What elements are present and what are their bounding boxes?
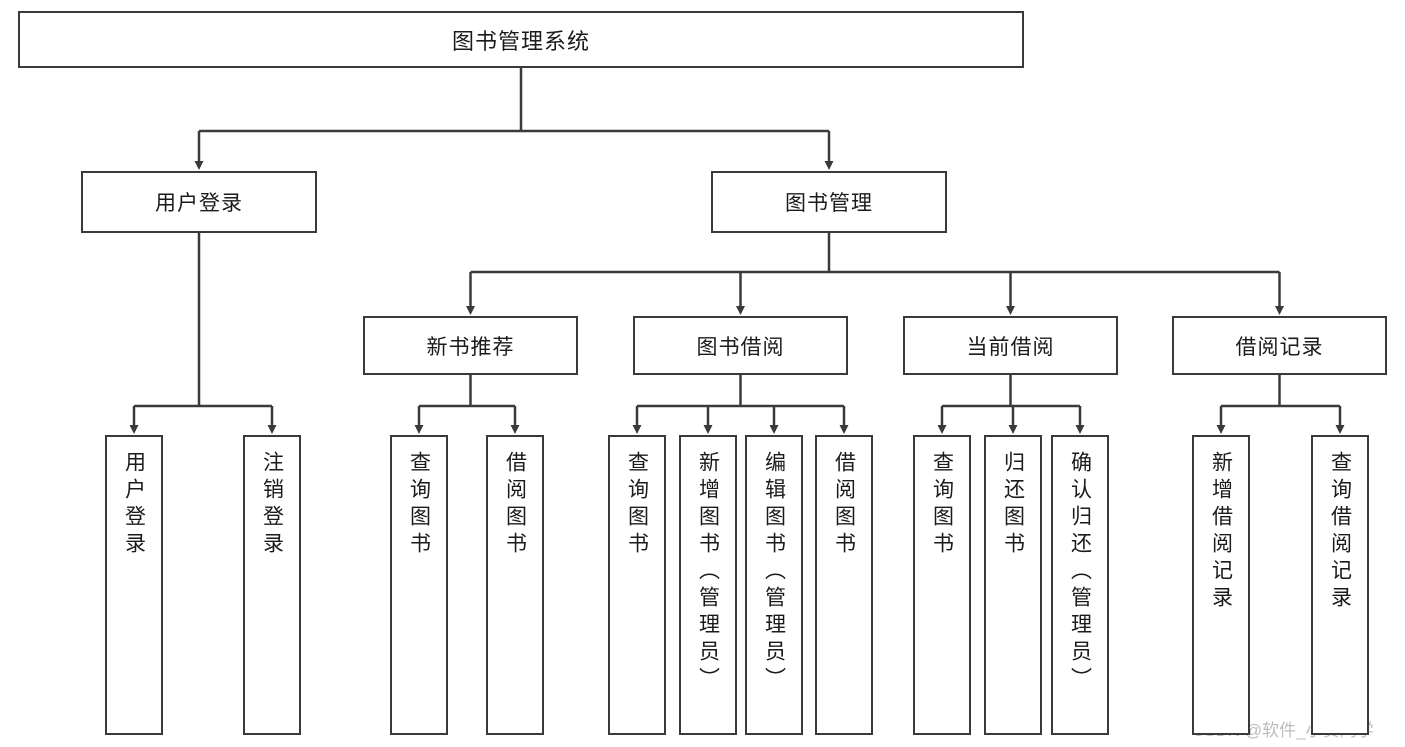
node-label: 当前借阅	[966, 335, 1055, 359]
node-label: 新增借阅记录	[1209, 451, 1233, 613]
node-label: 图书管理系统	[451, 28, 590, 54]
node-leaf-query-borrow-record[interactable]: 查询借阅记录	[1311, 435, 1369, 735]
node-root[interactable]: 图书管理系统	[18, 11, 1024, 68]
node-label: 查询图书	[625, 451, 649, 559]
node-label: 注销登录	[260, 451, 284, 559]
node-leaf-edit-book[interactable]: 编辑图书（管理员）	[745, 435, 803, 735]
node-label: 图书借阅	[696, 335, 785, 359]
node-label: 用户登录	[122, 451, 146, 559]
node-label: 借阅记录	[1235, 335, 1324, 359]
node-leaf-user-logout[interactable]: 注销登录	[243, 435, 301, 735]
node-label: 查询图书	[407, 451, 431, 559]
node-current-borrow[interactable]: 当前借阅	[903, 316, 1118, 375]
node-leaf-add-borrow-record[interactable]: 新增借阅记录	[1192, 435, 1250, 735]
node-book-borrow[interactable]: 图书借阅	[633, 316, 848, 375]
node-leaf-query-book-borrow[interactable]: 查询图书	[608, 435, 666, 735]
node-new-book-recommend[interactable]: 新书推荐	[363, 316, 578, 375]
node-user-login[interactable]: 用户登录	[81, 171, 317, 233]
node-label: 编辑图书（管理员）	[762, 451, 786, 694]
node-label: 新增图书（管理员）	[696, 451, 720, 694]
node-leaf-user-login[interactable]: 用户登录	[105, 435, 163, 735]
node-label: 查询图书	[930, 451, 954, 559]
node-leaf-borrow-book[interactable]: 借阅图书	[815, 435, 873, 735]
node-label: 确认归还（管理员）	[1068, 451, 1092, 694]
node-leaf-query-book-recommend[interactable]: 查询图书	[390, 435, 448, 735]
node-label: 借阅图书	[503, 451, 527, 559]
node-leaf-borrow-book-recommend[interactable]: 借阅图书	[486, 435, 544, 735]
node-leaf-query-book-current[interactable]: 查询图书	[913, 435, 971, 735]
node-label: 用户登录	[155, 192, 243, 215]
node-leaf-return-book[interactable]: 归还图书	[984, 435, 1042, 735]
node-book-management[interactable]: 图书管理	[711, 171, 947, 233]
node-leaf-add-book[interactable]: 新增图书（管理员）	[679, 435, 737, 735]
node-label: 查询借阅记录	[1328, 451, 1352, 613]
node-borrow-record[interactable]: 借阅记录	[1172, 316, 1387, 375]
node-leaf-confirm-return[interactable]: 确认归还（管理员）	[1051, 435, 1109, 735]
node-label: 借阅图书	[832, 451, 856, 559]
node-label: 归还图书	[1001, 451, 1025, 559]
node-label: 新书推荐	[426, 335, 515, 359]
node-label: 图书管理	[785, 192, 873, 215]
